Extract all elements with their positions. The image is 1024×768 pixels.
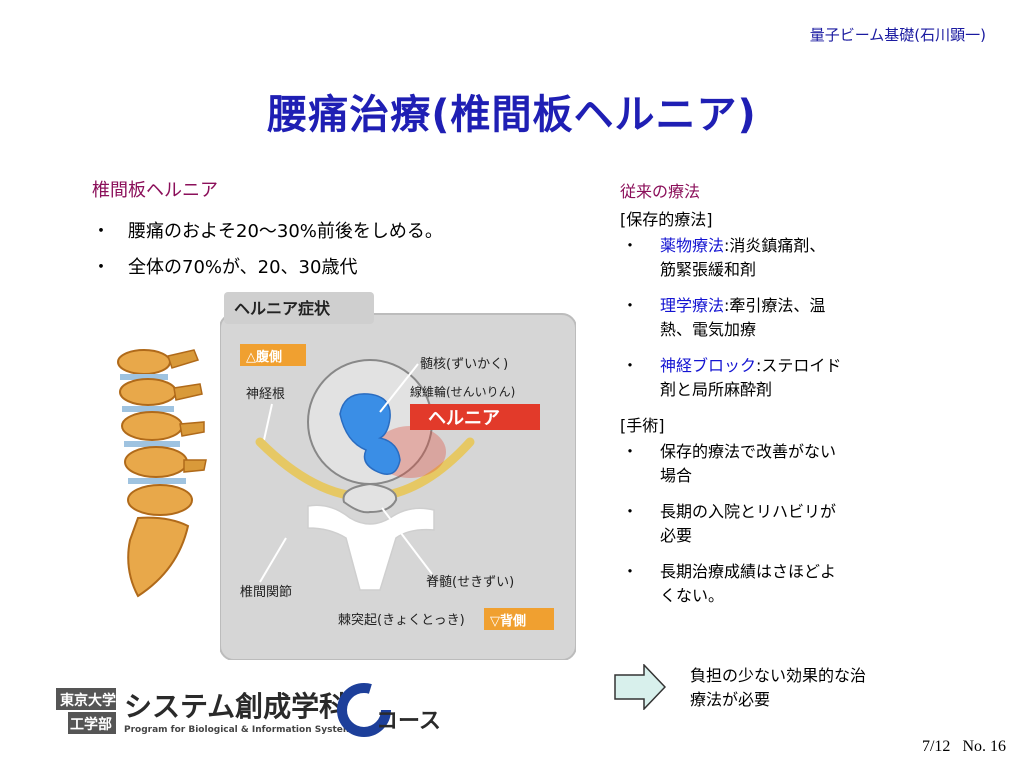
- list-item: ・ 理学療法:牽引療法、温熱、電気加療: [620, 294, 920, 342]
- spine-illustration: [117, 349, 207, 598]
- conservative-heading: [保存的療法]: [620, 210, 713, 229]
- logo-main: システム創成学科: [124, 690, 347, 723]
- surgery-text: 長期治療成績はさほどよ: [660, 562, 837, 581]
- therapy-desc-cont: 筋緊張緩和剤: [660, 260, 757, 279]
- department-logo: 東京大学 工学部 システム創成学科 Program for Biological…: [46, 682, 456, 738]
- therapy-desc: :消炎鎮痛剤、: [724, 236, 826, 255]
- bullet-text: 全体の70%が、20、30歳代: [128, 257, 358, 278]
- list-item: ・ 長期の入院とリハビリが必要: [620, 500, 920, 548]
- list-item: ・ 薬物療法:消炎鎮痛剤、筋緊張緩和剤: [620, 234, 920, 282]
- left-bullet-list: ・腰痛のおよそ20〜30%前後をしめる。 ・全体の70%が、20、30歳代: [92, 214, 443, 286]
- bullet-marker: ・: [92, 257, 110, 278]
- ventral-label: △腹側: [246, 349, 282, 365]
- right-column: 従来の療法 [保存的療法] ・薬物療法:消炎鎮痛剤、筋緊張緩和剤 ・理学療法:牽…: [620, 180, 920, 620]
- bullet-marker: ・: [622, 236, 639, 255]
- logo-ring-icon: [337, 683, 391, 737]
- surgery-text: 長期の入院とリハビリが: [660, 502, 837, 521]
- spinous-label: 棘突起(きょくとっき): [338, 612, 465, 628]
- logo-sub: Program for Biological & Information Sys…: [124, 725, 358, 735]
- facet-label: 椎間関節: [240, 585, 292, 600]
- conclusion-line: 療法が必要: [690, 690, 771, 709]
- list-item: ・ 長期治療成績はさほどよくない。: [620, 560, 920, 608]
- header-note: 量子ビーム基礎(石川顕一): [809, 26, 986, 44]
- conclusion-line: 負担の少ない効果的な治: [690, 666, 867, 685]
- panel-title: ヘルニア症状: [234, 299, 331, 318]
- surgery-list: ・保存的療法で改善がない場合 ・長期の入院とリハビリが必要 ・長期治療成績はさほ…: [620, 440, 920, 608]
- bullet-marker: ・: [622, 562, 639, 581]
- bullet-marker: ・: [622, 296, 639, 315]
- conclusion-text: 負担の少ない効果的な治 療法が必要: [690, 664, 950, 712]
- therapy-desc-cont: 剤と局所麻酔剤: [660, 380, 773, 399]
- bullet-marker: ・: [622, 502, 639, 521]
- surgery-text-cont: 必要: [660, 526, 693, 545]
- bullet-text: 腰痛のおよそ20〜30%前後をしめる。: [128, 221, 443, 242]
- bullet-marker: ・: [92, 221, 110, 242]
- page-number: 7/12 No. 16: [922, 738, 1006, 756]
- therapy-term: 薬物療法: [660, 236, 725, 255]
- list-item: ・腰痛のおよそ20〜30%前後をしめる。: [92, 214, 443, 250]
- ventral-tag: [240, 344, 306, 366]
- therapy-term: 理学療法: [660, 296, 725, 315]
- surgery-text-cont: 場合: [660, 466, 693, 485]
- right-heading: 従来の療法: [620, 182, 701, 201]
- nerve-root-label: 神経根: [246, 387, 285, 402]
- logo-box-faculty: [68, 712, 116, 734]
- bullet-marker: ・: [622, 356, 639, 375]
- hernia-label: ヘルニア: [428, 408, 500, 429]
- hernia-diagram: ヘルニア症状 △腹側 神経根 ヘルニア 髄核(ずいかく) 線維輪(せんいりん) …: [220, 292, 576, 660]
- therapy-desc: :牽引療法、温: [724, 296, 826, 315]
- spinal-cord-label: 脊髄(せきずい): [426, 575, 514, 590]
- therapy-desc-cont: 熱、電気加療: [660, 320, 757, 339]
- list-item: ・全体の70%が、20、30歳代: [92, 250, 443, 286]
- therapy-term: 神経ブロック: [660, 356, 757, 375]
- logo-university: 東京大学: [60, 692, 116, 709]
- logo-course: コース: [376, 709, 441, 734]
- surgery-text-cont: くない。: [660, 586, 725, 605]
- dorsal-label: ▽背側: [490, 613, 526, 629]
- logo-faculty: 工学部: [70, 716, 112, 733]
- therapy-desc: :ステロイド: [756, 356, 842, 375]
- logo-box-university: [56, 688, 116, 710]
- dorsal-tag: [484, 608, 554, 630]
- bullet-marker: ・: [622, 442, 639, 461]
- hernia-tag: [410, 404, 540, 430]
- left-heading: 椎間板ヘルニア: [92, 180, 218, 201]
- vertebral-arch: [307, 504, 435, 591]
- slide-number: No. 16: [962, 738, 1006, 755]
- slide-title: 腰痛治療(椎間板ヘルニア): [267, 92, 757, 138]
- surgery-text: 保存的療法で改善がない: [660, 442, 837, 461]
- page-fraction: 7/12: [921, 738, 951, 755]
- annulus-label: 線維輪(せんいりん): [410, 384, 515, 399]
- vertebrae: [117, 349, 207, 598]
- arrow-right-icon: [614, 664, 666, 710]
- nucleus: [339, 393, 401, 475]
- spinal-cord: [342, 482, 398, 514]
- surgery-heading: [手術]: [620, 416, 665, 435]
- nucleus-label: 髄核(ずいかく): [420, 357, 508, 372]
- list-item: ・ 保存的療法で改善がない場合: [620, 440, 920, 488]
- conservative-list: ・薬物療法:消炎鎮痛剤、筋緊張緩和剤 ・理学療法:牽引療法、温熱、電気加療 ・神…: [620, 234, 920, 402]
- list-item: ・ 神経ブロック:ステロイド剤と局所麻酔剤: [620, 354, 920, 402]
